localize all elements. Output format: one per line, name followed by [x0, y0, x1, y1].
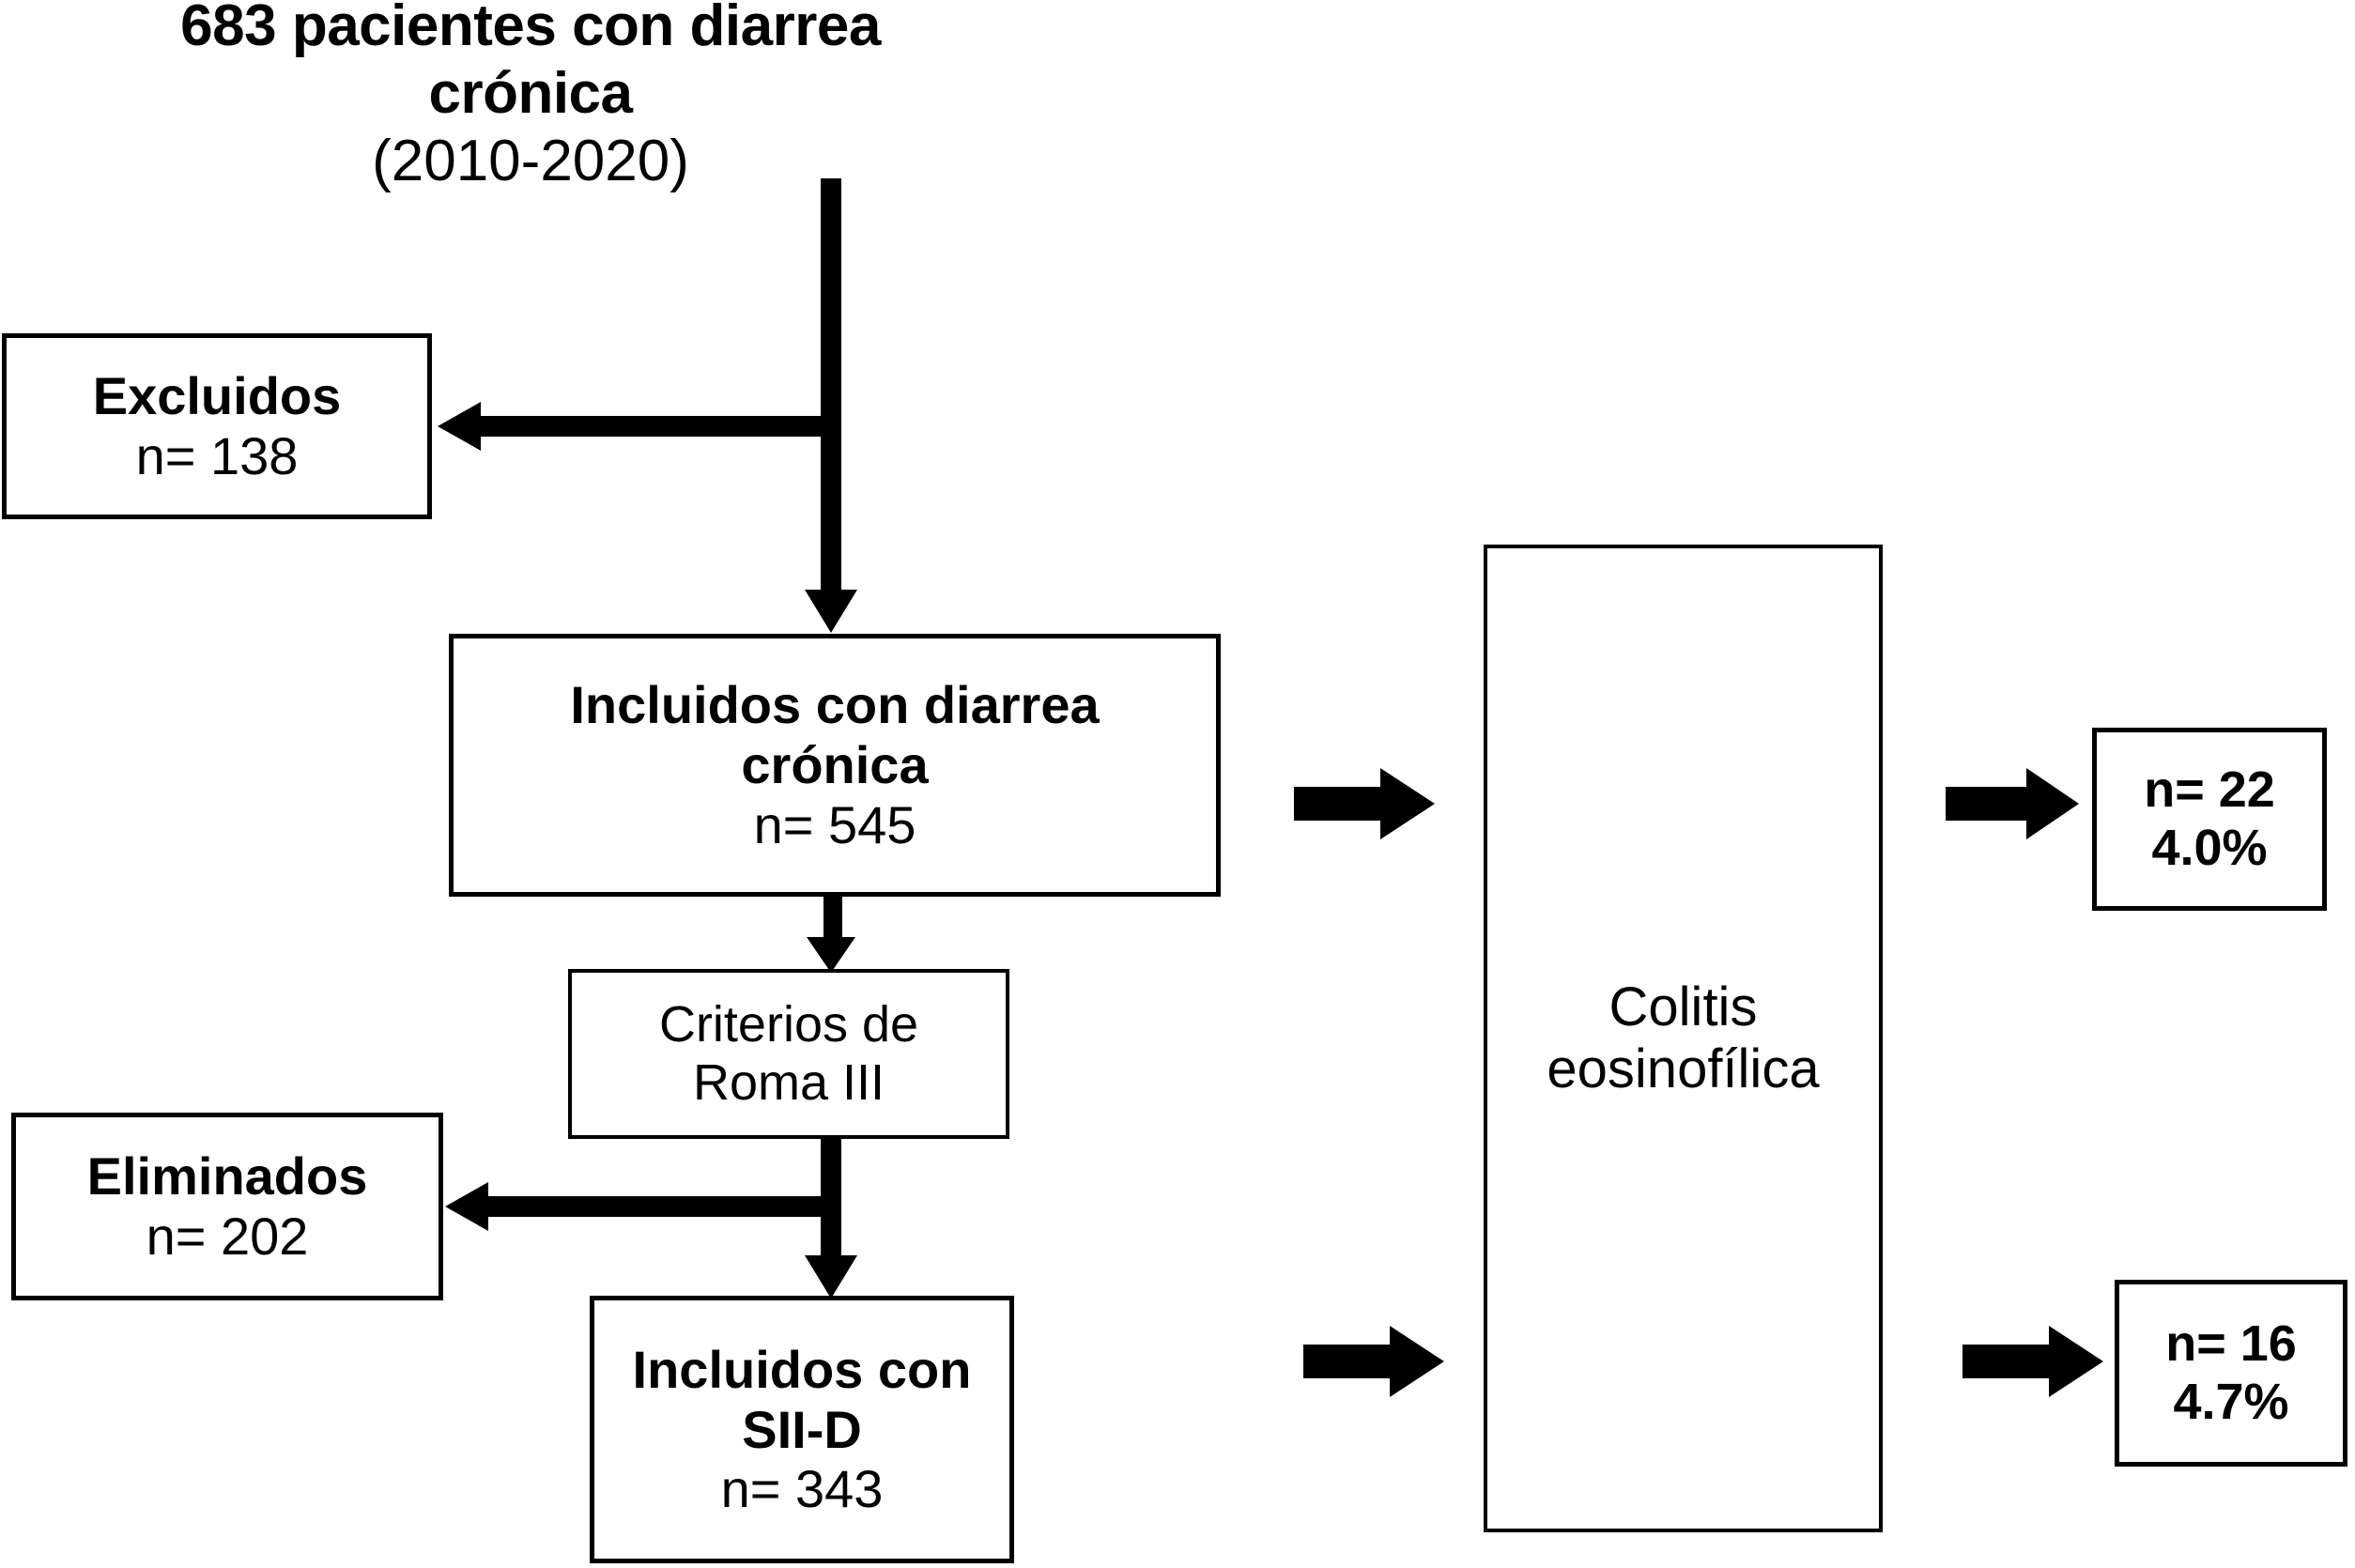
- incluidos-dc-label-line2: crónica: [741, 735, 929, 795]
- box-eliminados: Eliminados n= 202: [11, 1113, 443, 1300]
- criterios-line-2: Roma III: [692, 1053, 885, 1111]
- block-arrow-colitis-to-result-top: [1946, 768, 2079, 839]
- spine-vertical-top: [821, 178, 841, 592]
- arrowhead-to-criterios: [807, 937, 855, 973]
- incluidos-dc-label-line1: Incluidos con diarrea: [570, 675, 1100, 735]
- block-arrow-sii-to-colitis: [1303, 1326, 1444, 1397]
- result-top-count: n= 22: [2144, 761, 2275, 818]
- block-arrow-colitis-to-result-bottom: [1962, 1326, 2103, 1397]
- incluidos-dc-count: n= 545: [753, 794, 916, 854]
- box-incluidos-sii-d: Incluidos con SII-D n= 343: [590, 1296, 1014, 1563]
- result-bottom-percent: 4.7%: [2173, 1373, 2289, 1430]
- title-line-3: (2010-2020): [372, 128, 689, 193]
- eliminados-count: n= 202: [146, 1207, 309, 1266]
- result-top-percent: 4.0%: [2151, 819, 2268, 876]
- incluidos-sii-label-line1: Incluidos con: [632, 1339, 972, 1399]
- connector-incluidos-to-criterios: [823, 897, 842, 942]
- eliminados-label: Eliminados: [86, 1146, 368, 1207]
- title-line-2: crónica: [428, 60, 633, 126]
- block-arrow-diarrea-to-colitis: [1294, 768, 1435, 839]
- arrowhead-to-incluidos-sii: [805, 1255, 857, 1299]
- colitis-line-1: Colitis: [1608, 976, 1758, 1038]
- box-colitis-eosinofilica: Colitis eosinofílica: [1484, 545, 1883, 1532]
- box-incluidos-diarrea-cronica: Incluidos con diarrea crónica n= 545: [449, 634, 1221, 897]
- box-criterios-roma-iii: Criterios de Roma III: [568, 969, 1009, 1139]
- incluidos-sii-count: n= 343: [720, 1459, 884, 1519]
- box-result-colitis-sii-d: n= 16 4.7%: [2115, 1280, 2347, 1467]
- box-result-colitis-diarrea-cronica: n= 22 4.0%: [2092, 728, 2327, 911]
- result-bottom-count: n= 16: [2165, 1314, 2297, 1372]
- incluidos-sii-label-line2: SII-D: [742, 1399, 862, 1459]
- excluidos-label: Excluidos: [92, 366, 342, 426]
- title-line-1: 683 pacientes con diarrea: [180, 0, 881, 58]
- box-excluidos: Excluidos n= 138: [2, 333, 432, 519]
- arrowhead-to-excluidos: [438, 402, 481, 451]
- colitis-line-2: eosinofílica: [1547, 1038, 1820, 1099]
- branch-to-excluidos: [481, 416, 830, 437]
- flowchart-title: 683 pacientes con diarrea crónica (2010-…: [160, 0, 901, 195]
- criterios-line-1: Criterios de: [658, 995, 919, 1053]
- spine-vertical-bottom: [821, 1139, 841, 1261]
- branch-to-eliminados: [488, 1196, 830, 1217]
- excluidos-count: n= 138: [135, 426, 299, 485]
- arrowhead-to-eliminados: [445, 1182, 488, 1231]
- arrowhead-to-incluidos: [805, 590, 857, 633]
